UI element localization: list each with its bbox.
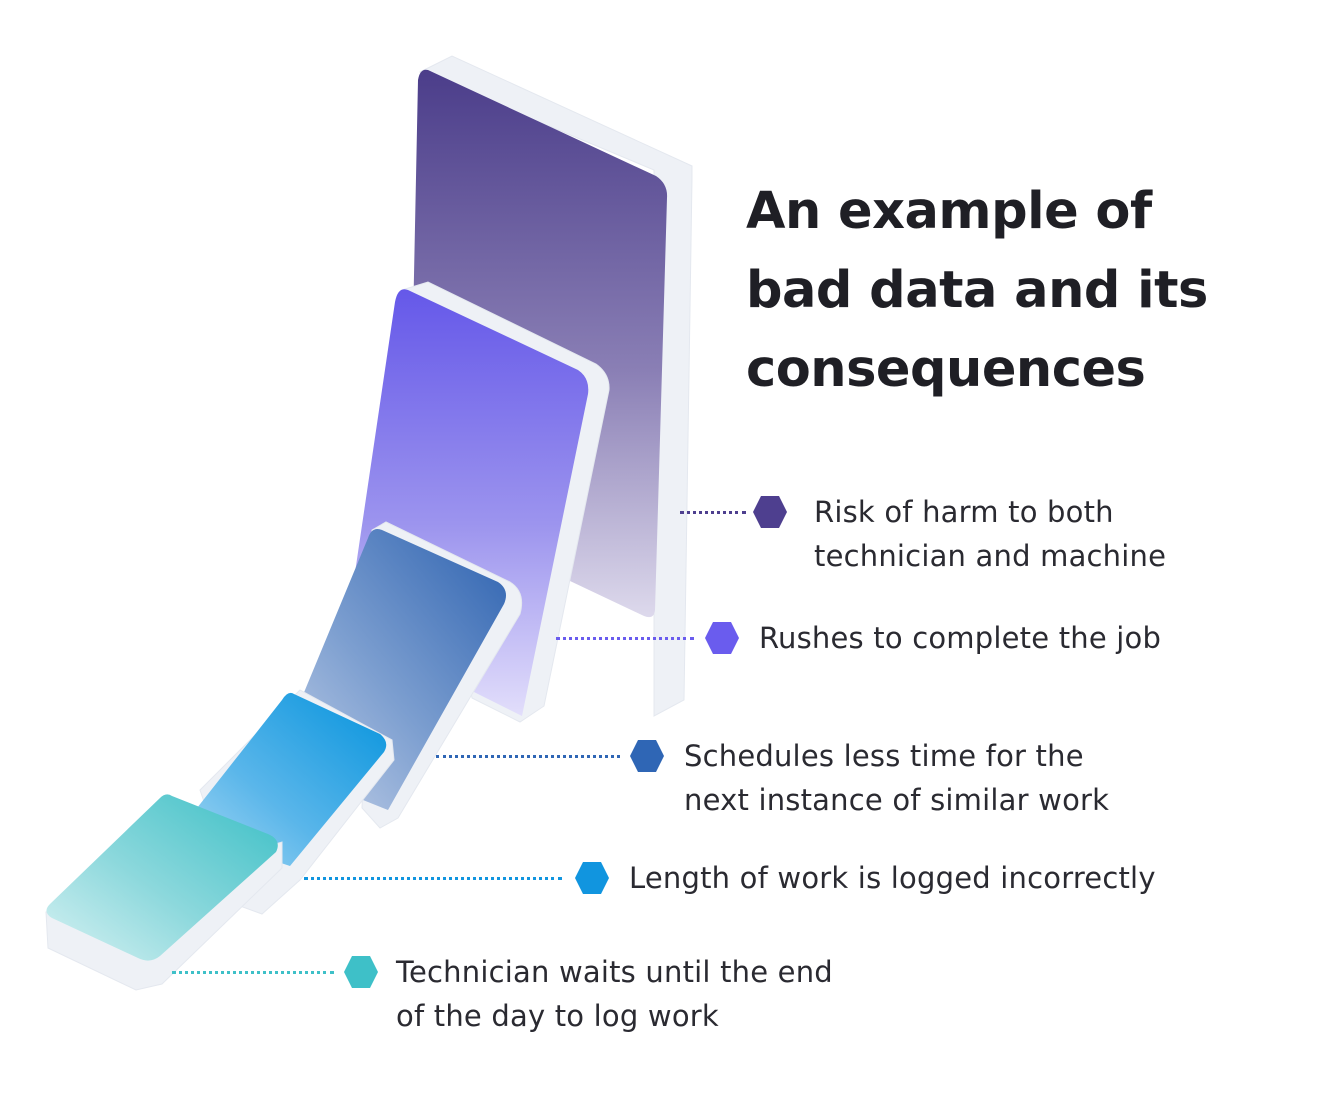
- connector-dotted-line: [556, 637, 694, 640]
- step-rushes-job: Rushes to complete the job: [556, 616, 1216, 660]
- step-logged-incorrectly: Length of work is logged incorrectly: [304, 856, 1214, 900]
- hexagon-icon: [704, 621, 740, 655]
- step-label: Schedules less time for the next instanc…: [684, 739, 1110, 817]
- page-title: An example of bad data and its consequen…: [746, 172, 1306, 409]
- hexagon-icon: [752, 495, 788, 529]
- title-line-3: consequences: [746, 340, 1146, 399]
- hexagon-icon: [629, 739, 665, 773]
- step-label: Rushes to complete the job: [759, 621, 1162, 655]
- hexagon-icon: [574, 861, 610, 895]
- step-technician-waits: Technician waits until the end of the da…: [172, 950, 932, 1033]
- hexagon-icon: [343, 955, 379, 989]
- connector-dotted-line: [172, 971, 334, 974]
- step-schedules-less-time: Schedules less time for the next instanc…: [436, 734, 1196, 817]
- title-line-1: An example of: [746, 182, 1152, 241]
- domino-5: [45, 794, 283, 991]
- title-line-2: bad data and its: [746, 261, 1208, 320]
- connector-dotted-line: [680, 511, 746, 514]
- step-label: Risk of harm to both technician and mach…: [814, 495, 1167, 573]
- connector-dotted-line: [304, 877, 562, 880]
- connector-dotted-line: [436, 755, 620, 758]
- step-risk-of-harm: Risk of harm to both technician and mach…: [680, 490, 1220, 573]
- step-label: Length of work is logged incorrectly: [629, 861, 1156, 895]
- step-label: Technician waits until the end of the da…: [396, 955, 833, 1033]
